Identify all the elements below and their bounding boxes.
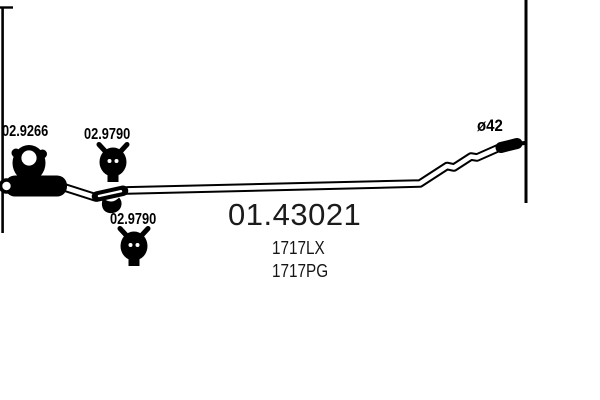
component-number-label: 02.9790 xyxy=(84,126,131,143)
component-number-label: 02.9790 xyxy=(110,211,157,228)
pipe-end-stub xyxy=(515,141,527,146)
pipe-sleeve-core xyxy=(97,189,123,198)
oe-reference: 1717PG xyxy=(272,261,329,281)
pipe-end-fitting xyxy=(495,138,523,153)
exhaust-pipe xyxy=(55,138,527,214)
hanger-bracket xyxy=(101,197,122,214)
oe-reference: 1717LX xyxy=(272,238,325,258)
muffler-inlet-ring xyxy=(0,178,15,194)
part-number: 01.43021 xyxy=(228,197,362,232)
pipe-clamp-icon xyxy=(96,142,130,182)
component-number-label: 02.9266 xyxy=(2,123,49,140)
muffler-body xyxy=(5,175,67,197)
pipe-clamp-icon xyxy=(117,226,151,266)
pipe-diameter-label: ø42 xyxy=(477,116,503,135)
rubber-hanger-ring-icon xyxy=(11,145,47,182)
frame-crop-marks xyxy=(0,0,528,233)
muffler xyxy=(0,175,67,197)
